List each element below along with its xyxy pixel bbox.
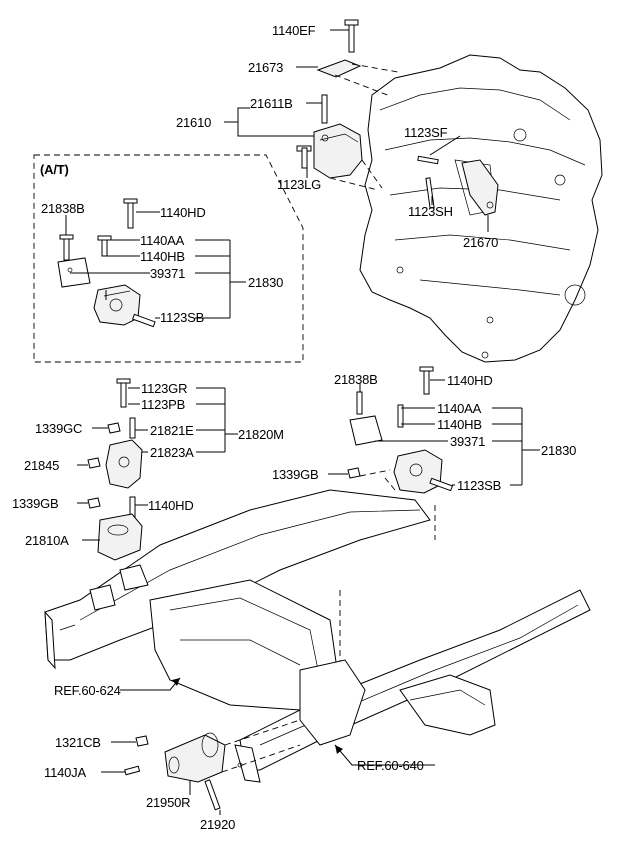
label-1123gr: 1123GR — [141, 381, 187, 396]
label-21920: 21920 — [200, 817, 235, 832]
label-21821e: 21821E — [150, 423, 194, 438]
subframe — [44, 489, 591, 783]
label-1123pb: 1123PB — [141, 397, 185, 412]
label-21820m: 21820M — [238, 427, 284, 442]
label-r-21838b: 21838B — [334, 372, 378, 387]
part-labels: (A/T) 1140EF 21673 21611B 21610 1123LG 1… — [12, 23, 576, 832]
label-1140hd-left: 1140HD — [148, 498, 194, 513]
label-1140ef: 1140EF — [272, 23, 316, 38]
label-21845: 21845 — [24, 458, 59, 473]
label-21610: 21610 — [176, 115, 211, 130]
right-mount-21830 — [347, 366, 454, 494]
label-21950r: 21950R — [146, 795, 190, 810]
label-1123sf: 1123SF — [404, 125, 448, 140]
bottom-mount-dashes — [221, 719, 301, 773]
label-r-1339gb: 1339GB — [272, 467, 319, 482]
label-21670: 21670 — [463, 235, 498, 250]
label-21611b: 21611B — [250, 96, 293, 111]
label-1123sh: 1123SH — [408, 204, 453, 219]
label-1339gb-left: 1339GB — [12, 496, 59, 511]
label-21673: 21673 — [248, 60, 283, 75]
label-at-1140hb: 1140HB — [140, 249, 185, 264]
label-1140ja: 1140JA — [44, 765, 86, 780]
label-1321cb: 1321CB — [55, 735, 101, 750]
label-21823a: 21823A — [150, 445, 194, 460]
label-21810a: 21810A — [25, 533, 69, 548]
engine-bracket-21670 — [461, 159, 499, 216]
label-1339gc: 1339GC — [35, 421, 82, 436]
label-r-1140hd: 1140HD — [447, 373, 493, 388]
label-ref-60-640: REF.60-640 — [357, 758, 424, 773]
label-r-1140hb: 1140HB — [437, 417, 482, 432]
label-ref-60-624: REF.60-624 — [54, 683, 121, 698]
at-box — [33, 154, 304, 363]
leader-lines — [65, 29, 540, 815]
right-mount-dashes — [359, 469, 396, 491]
label-r-1140aa: 1140AA — [437, 401, 482, 416]
label-at-1140aa: 1140AA — [140, 233, 185, 248]
label-at-39371: 39371 — [150, 266, 185, 281]
ref-arrows — [120, 677, 435, 766]
label-at-21838b: 21838B — [41, 201, 85, 216]
label-r-1123sb: 1123SB — [457, 478, 501, 493]
label-at-21830: 21830 — [248, 275, 283, 290]
top-mount-dashes — [329, 63, 399, 191]
left-mount-stack — [87, 378, 143, 561]
label-r-39371: 39371 — [450, 434, 485, 449]
bottom-mount-21950r — [124, 732, 226, 811]
label-1123lg: 1123LG — [277, 177, 321, 192]
at-box-label: (A/T) — [40, 162, 69, 177]
label-at-1140hd: 1140HD — [160, 205, 206, 220]
label-r-21830: 21830 — [541, 443, 576, 458]
label-at-1123sb: 1123SB — [160, 310, 204, 325]
